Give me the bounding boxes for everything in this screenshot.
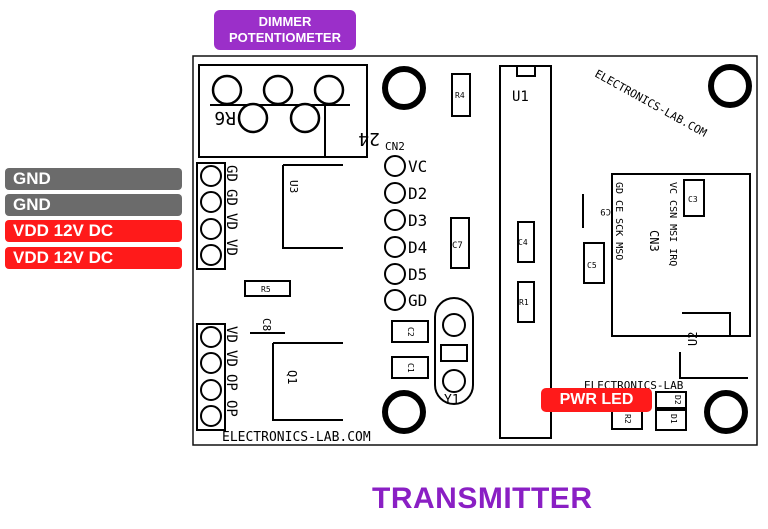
u3-label: U3 <box>287 180 300 193</box>
cn2-header <box>384 155 406 311</box>
r2-label: R2 <box>623 414 632 424</box>
c7-label: C7 <box>452 241 463 251</box>
c9-label: C9 <box>600 206 611 216</box>
c3-label: C3 <box>688 195 698 204</box>
svg-text:VD VD OP OP: VD VD OP OP <box>223 326 239 417</box>
cn2-label: CN2 <box>385 140 405 153</box>
left-header-pin-3: VD <box>223 213 239 230</box>
gnd-label-2: GND <box>5 194 182 216</box>
c1-label: C1 <box>406 363 415 373</box>
cn2-pin-d4: D4 <box>408 238 427 257</box>
q1-label: Q1 <box>285 370 299 384</box>
c1-capacitor <box>391 356 429 379</box>
u1-label: U1 <box>512 89 529 105</box>
r1-label: R1 <box>519 298 529 307</box>
c2-label: C2 <box>406 327 415 337</box>
cn3-pins-b: VC CSN MSI IRQ <box>667 182 678 266</box>
c4-capacitor <box>517 221 535 263</box>
cn2-pin-d2: D2 <box>408 184 427 203</box>
n24-label: 24 <box>358 128 380 149</box>
d2-diode <box>655 391 687 409</box>
y1-label: Y1 <box>444 393 460 408</box>
u2-label: U2 <box>686 332 700 346</box>
cn2-pin-gd: GD <box>408 291 427 310</box>
left-header-pin-1: GD <box>223 165 239 182</box>
c2-capacitor <box>391 320 429 343</box>
d1-diode <box>655 409 687 431</box>
r5-label: R5 <box>261 285 271 294</box>
c4-label: C4 <box>518 238 528 247</box>
lower-header-pin-2: VD <box>223 350 239 367</box>
left-header-pin-4: VD <box>223 239 239 256</box>
pwr-led-callout: PWR LED <box>541 388 652 412</box>
vdd-label-2: VDD 12V DC <box>5 247 182 269</box>
c5-capacitor <box>583 242 605 284</box>
u2-regulator <box>679 352 748 379</box>
cn2-pin-vc: VC <box>408 157 427 176</box>
left-header-pin-2: GD <box>223 189 239 206</box>
d2-label: D2 <box>673 395 682 405</box>
q1-transistor <box>272 342 343 421</box>
dimmer-potentiometer-callout: DIMMER POTENTIOMETER <box>214 10 356 50</box>
brand-bottom: ELECTRONICS-LAB.COM <box>222 430 371 445</box>
lower-header-pin-4: OP <box>223 400 239 417</box>
gnd-label-1: GND <box>5 168 182 190</box>
y1-crystal <box>434 297 474 405</box>
vdd-label-1: VDD 12V DC <box>5 220 182 242</box>
svg-text:GD GD VD VD: GD GD VD VD <box>223 165 239 256</box>
lower-header-pin-1: VD <box>223 326 239 343</box>
cn2-pin-d3: D3 <box>408 211 427 230</box>
r6-potentiometer: R6 24 <box>198 64 380 158</box>
r1-resistor <box>517 281 535 323</box>
page-title: TRANSMITTER <box>372 482 593 515</box>
r6-label: R6 <box>214 107 236 128</box>
r4-resistor <box>451 73 471 117</box>
u3-regulator <box>282 164 343 249</box>
c5-label: C5 <box>587 261 597 270</box>
d1-label: D1 <box>669 414 678 424</box>
lower-left-header <box>196 323 226 431</box>
lower-header-pin-3: OP <box>223 374 239 391</box>
cn3-module <box>611 173 751 337</box>
dimmer-line-2: POTENTIOMETER <box>229 30 341 45</box>
c8-label: C8 <box>260 318 273 331</box>
c3-capacitor <box>683 179 705 217</box>
cn3-label: CN3 <box>647 230 661 252</box>
left-header <box>196 162 226 270</box>
cn2-pin-labels: VC D2 D3 D4 D5 GD <box>408 157 427 310</box>
cn3-pins-a: GD CE SCK MSO <box>613 182 624 260</box>
dimmer-line-1: DIMMER <box>258 14 312 29</box>
r4-label: R4 <box>455 91 465 100</box>
c7-capacitor <box>450 217 470 269</box>
mounting-holes <box>382 64 752 434</box>
r5-resistor: R5 <box>244 280 291 297</box>
cn2-pin-d5: D5 <box>408 265 427 284</box>
